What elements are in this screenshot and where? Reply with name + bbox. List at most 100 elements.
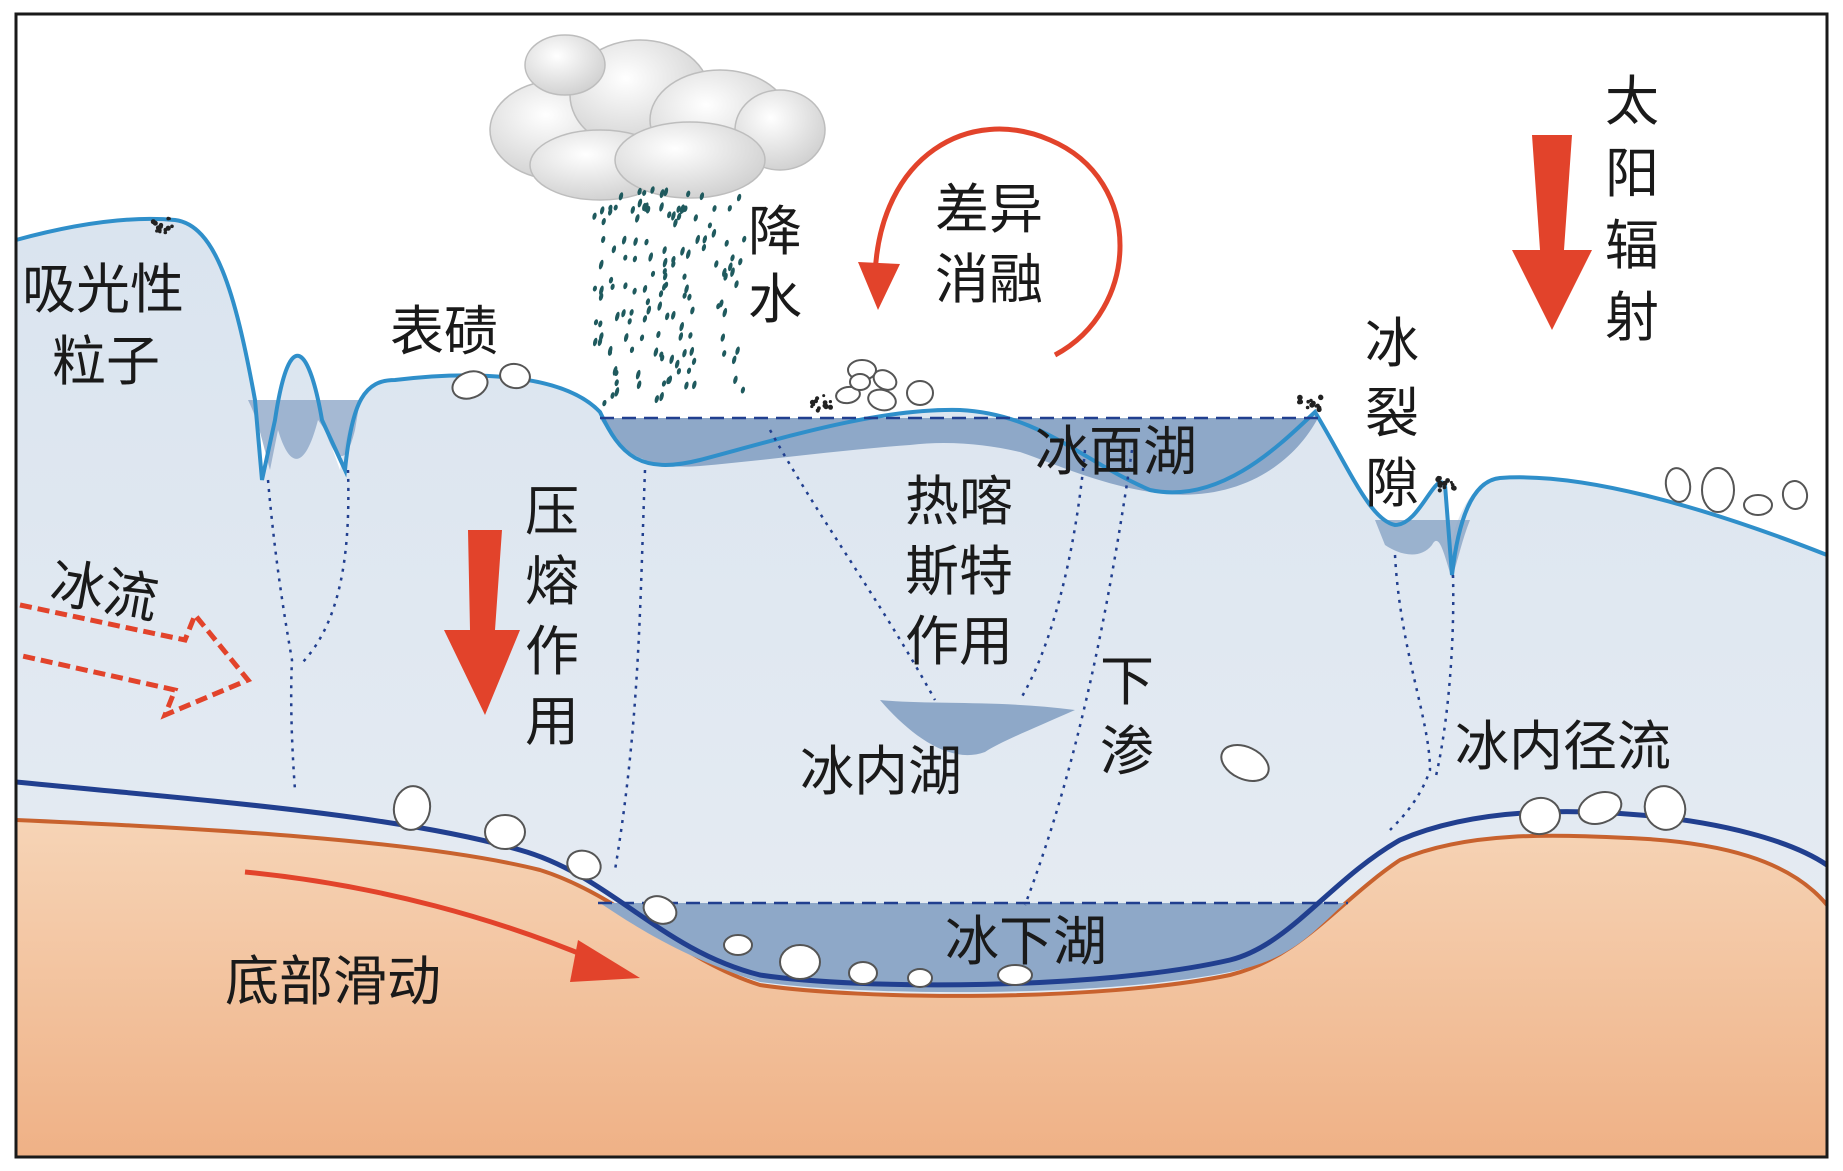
rain-drop <box>654 395 660 404</box>
rain-drop <box>716 303 721 310</box>
rain-drop <box>671 211 676 221</box>
boulder <box>1701 467 1735 513</box>
label-pressure-2: 熔 <box>525 550 579 613</box>
frame <box>14 12 1829 1159</box>
rain-drop <box>645 205 651 214</box>
rain-drop <box>681 205 687 213</box>
ice-surface-line <box>15 216 1828 576</box>
rain-drop <box>599 206 605 215</box>
rain-drop <box>659 189 665 199</box>
rain-drop <box>724 239 729 247</box>
debris-particle <box>822 400 828 405</box>
rain-drop <box>621 309 626 318</box>
rain-drop <box>610 283 615 290</box>
boulder <box>779 944 821 980</box>
rain-drop <box>602 399 607 407</box>
boulder <box>451 370 489 400</box>
rain-drop <box>712 205 717 212</box>
glacier-ice <box>16 218 1827 1016</box>
rain-drop <box>657 301 662 311</box>
debris-particle <box>1309 398 1313 403</box>
rain-drop <box>689 346 695 356</box>
debris-particle <box>828 400 833 404</box>
debris-particle <box>1437 482 1443 488</box>
rain-drop <box>642 285 648 293</box>
label-infiltration-1: 下 <box>1100 650 1154 713</box>
rain-drop <box>690 306 695 315</box>
rain-drop <box>684 284 689 294</box>
basal-sliding-arrowhead <box>570 940 640 982</box>
rain-drop <box>659 202 664 212</box>
differential-melt-arrow <box>872 126 1123 358</box>
rain-drop <box>607 345 613 356</box>
crevasse-pool-right <box>1375 520 1470 578</box>
rain-drop <box>736 193 742 202</box>
rain-drop <box>598 320 603 328</box>
bedrock <box>16 820 1827 1157</box>
boulder <box>392 785 432 831</box>
boulder <box>848 961 878 985</box>
rain-drop <box>662 246 667 254</box>
boulder <box>1577 791 1623 825</box>
rain-drop <box>644 238 649 246</box>
boulder <box>1664 467 1692 503</box>
rain-drop <box>636 380 642 390</box>
rain-drop <box>680 246 685 256</box>
boulder <box>499 362 531 390</box>
rain-drop <box>637 198 643 208</box>
bedrock-line <box>15 818 1829 998</box>
rain-drop <box>662 268 667 275</box>
debris-particle <box>1305 405 1310 410</box>
rain-drop <box>630 206 635 214</box>
englacial-lake <box>880 700 1075 756</box>
rain-drop <box>674 359 680 369</box>
rain-drop <box>601 235 606 244</box>
boulder <box>867 388 897 412</box>
rain-drop <box>685 249 691 259</box>
rain-drop <box>593 319 599 326</box>
rain-drop <box>676 368 682 375</box>
differential-melt-arrowhead <box>858 262 900 310</box>
rain-drop <box>632 287 637 295</box>
rain-drop <box>612 366 618 376</box>
label-crevasse-2: 裂 <box>1365 382 1419 445</box>
debris-particle <box>1317 405 1322 410</box>
rain-drop <box>701 243 707 252</box>
label-thermokarst-2: 斯特 <box>905 540 1013 603</box>
rain-drop <box>679 322 684 332</box>
rain-drop <box>637 187 642 196</box>
rain-drop <box>597 337 603 347</box>
boulder <box>642 895 678 925</box>
rain-drop <box>646 305 652 315</box>
boulder <box>723 934 753 956</box>
debris-particle <box>1437 488 1442 493</box>
rain-drop <box>650 186 655 194</box>
debris-particle <box>815 408 820 413</box>
debris-particle <box>822 394 826 398</box>
rain-drop <box>645 298 651 306</box>
rain-drop <box>688 332 693 339</box>
rain-drop <box>676 205 681 213</box>
rain-drop <box>592 337 598 347</box>
boulder <box>997 964 1033 986</box>
label-thermokarst-1: 热喀 <box>905 470 1013 533</box>
debris-particle <box>1442 485 1447 490</box>
rain-drop <box>632 255 638 263</box>
rain-drop <box>673 218 678 228</box>
rain-drop <box>663 187 669 197</box>
rain-drop <box>684 381 689 390</box>
rain-drop <box>735 346 740 355</box>
rain-drop <box>691 357 697 366</box>
boulder <box>906 380 934 406</box>
rain-drop <box>592 212 597 220</box>
rain-drop <box>623 282 628 290</box>
debris-particle <box>1309 402 1315 408</box>
debris-particle <box>1297 394 1303 401</box>
rain-drop <box>611 245 617 254</box>
label-precip-2: 水 <box>748 268 802 331</box>
rain-drop <box>699 192 705 201</box>
rain-drop <box>608 208 613 216</box>
label-crevasse-3: 隙 <box>1365 452 1419 515</box>
labels: 吸光性 粒子 表碛 降 水 差异 消融 太 阳 辐 射 冰 裂 隙 冰面湖 热喀… <box>22 70 1671 1013</box>
debris-particle <box>152 220 158 226</box>
